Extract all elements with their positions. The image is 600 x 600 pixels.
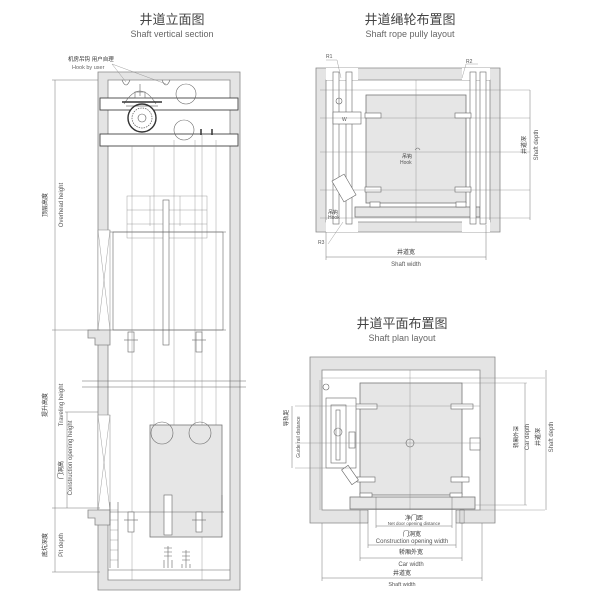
car-sheave-icon <box>150 421 174 445</box>
sheave-lower-icon <box>173 119 195 141</box>
vertical-dimensions <box>52 79 100 573</box>
opening-width-cn: 门洞宽 <box>403 530 421 538</box>
traction-machine-icon <box>122 84 162 133</box>
hook-icon <box>161 79 171 86</box>
rope-layout-car-sill <box>354 206 481 218</box>
hook-icon <box>414 147 421 151</box>
overhead-height-label-cn: 顶层高度 <box>41 193 49 217</box>
r3-label: R3 <box>318 240 325 246</box>
upper-sill <box>87 329 111 346</box>
upper-machine-beam <box>99 97 239 111</box>
lower-sill <box>87 509 111 526</box>
pit-depth-label-cn: 底坑深度 <box>41 533 49 557</box>
rope-shaft-depth-cn: 井道深 <box>520 136 528 154</box>
car-depth-cn: 轿厢外深 <box>512 426 520 449</box>
opening-height-label-cn: 门洞高 <box>57 461 65 479</box>
guide-rail-distance-en: Guide rail distance <box>296 416 302 458</box>
car-depth-en: Car depth <box>525 424 531 450</box>
plan-hook-icon <box>405 438 415 448</box>
plan-shaft-depth-en: Shaft depth <box>549 422 555 453</box>
pit-buffer-icon <box>124 511 206 533</box>
vertical-section-title-en: Shaft vertical section <box>130 29 213 39</box>
rope-hook-label-en: Hook <box>400 160 412 166</box>
travel-height-label-cn: 提升高度 <box>41 393 49 417</box>
hook-icon <box>121 79 131 86</box>
lower-machine-beam <box>99 133 239 147</box>
inclined-sheave-icon <box>331 173 357 203</box>
r1-label: R1 <box>326 54 333 60</box>
pit-spring-buffer-icon <box>163 546 191 568</box>
plan-shaft-width-cn: 井道宽 <box>393 569 411 577</box>
car-buffer-icon <box>124 331 206 353</box>
shaft-plan-layout: 井道平面布置图 Shaft plan layout <box>282 317 555 588</box>
counterweight-rod <box>162 199 170 346</box>
rope-layout-title-en: Shaft rope pully layout <box>365 29 455 39</box>
plan-shaft-depth-cn: 井道深 <box>534 428 542 446</box>
guide-rails <box>332 71 487 225</box>
sheave-upper-icon <box>175 83 197 105</box>
plan-shaft-width-en: Shaft width <box>388 582 415 588</box>
opening-height-label-en: Construction opening height <box>68 420 74 495</box>
car-width-en: Car width <box>398 562 423 568</box>
plan-layout-title-en: Shaft plan layout <box>368 333 436 343</box>
rope-shaft-depth-en: Shaft depth <box>534 130 540 161</box>
car-sheave-icon <box>188 421 212 445</box>
sheave-marker-icon <box>335 97 343 105</box>
rope-shaft-width-cn: 井道宽 <box>397 248 415 256</box>
guide-rail-distance-cn: 导轨距 <box>282 409 290 426</box>
shaft-vertical-section: 井道立面图 Shaft vertical section 机房吊钩 用户自理 H… <box>41 13 246 591</box>
hoist-ropes <box>131 135 217 580</box>
rope-hook2-label-cn: 吊钩 <box>328 209 338 216</box>
r2-label: R2 <box>466 59 473 65</box>
car-width-cn: 轿厢外宽 <box>399 548 423 556</box>
rope-hook-label-cn: 吊钩 <box>402 153 412 160</box>
car-guide <box>163 494 173 536</box>
opening-width-en: Construction opening width <box>376 539 448 545</box>
overhead-height-label-en: Overhead height <box>59 182 65 227</box>
rope-shaft-width-en: Shaft width <box>391 262 421 268</box>
shaft-rope-pully-layout: 井道绳轮布置图 Shaft rope pully layout W <box>315 13 540 268</box>
sheave-marker-icon <box>322 383 330 391</box>
hook-label-cn: 机房吊钩 用户自理 <box>68 55 114 63</box>
net-door-opening-en: Net door opening distance <box>388 521 441 526</box>
hook-label-en: Hook by user <box>72 65 105 71</box>
net-door-opening-cn: 净门距 <box>405 514 423 522</box>
pit-ladder-icon <box>109 502 119 568</box>
pit-depth-label-en: Pit depth <box>59 533 65 557</box>
plan-car-sill <box>349 496 476 510</box>
car-body <box>149 424 223 538</box>
svg-text:W: W <box>342 117 347 123</box>
rope-layout-title-cn: 井道绳轮布置图 <box>364 13 455 28</box>
vertical-section-title-cn: 井道立面图 <box>139 13 204 28</box>
travel-height-label-en: Traveling height <box>59 383 65 426</box>
rope-hook2-label-en: Hook <box>328 215 340 221</box>
plan-layout-title-cn: 井道平面布置图 <box>356 317 447 332</box>
